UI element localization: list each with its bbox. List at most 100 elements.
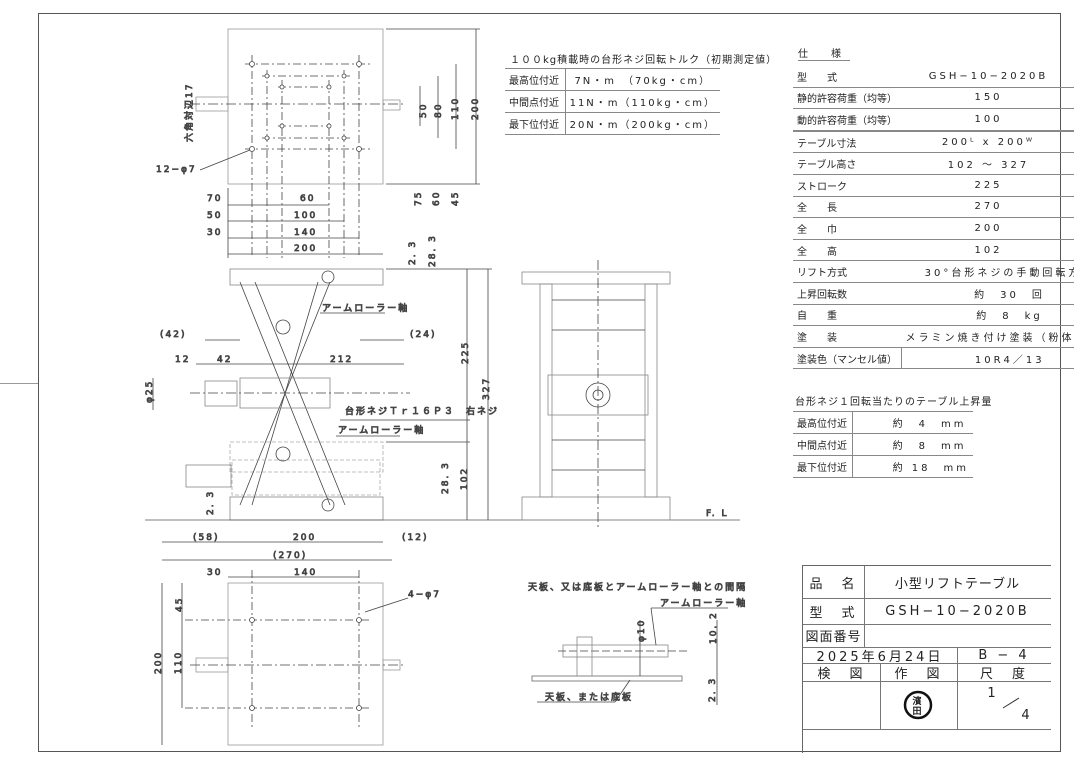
side-view [521, 260, 671, 530]
dim-30: 30 [207, 228, 222, 238]
spec-key: 上昇回転数 [793, 282, 902, 305]
dim-42: 42 [217, 355, 232, 365]
row-value: 11N・m（110kg・cm） [565, 90, 720, 113]
model-label: 型 式 [809, 605, 858, 621]
dim-bottom-28-3: 28. 3 [441, 461, 451, 494]
dim-60: 60 [300, 194, 315, 204]
spec-value: 270 [901, 196, 1074, 219]
dim-110-bottom: 110 [174, 651, 184, 674]
spec-key: 自 重 [793, 304, 902, 327]
spec-row: ストローク225mm [793, 174, 1074, 197]
spec-row: 全 巾200mm [793, 217, 1074, 240]
dim-45-bottom: 45 [175, 597, 185, 612]
bottom-holes-label: 4−φ7 [408, 590, 441, 600]
section-roller-label: アームローラー軸 [660, 597, 747, 609]
spec-value: 102 〜 327 [901, 152, 1074, 175]
spec-value: 30°台形ネジの手動回転方式 [901, 260, 1074, 283]
spec-key: 動的許容荷重（均等） [793, 108, 902, 132]
table-row: 最高位付近約 4 mm [793, 411, 973, 434]
dim-top-28-3: 28. 3 [428, 234, 438, 267]
roller-shaft-label-top: アームローラー軸 [322, 302, 409, 314]
dim-60-bottom: 60 [432, 191, 442, 206]
section-title: 天板、又は底板とアームローラー軸との間隔 [528, 581, 747, 593]
dim-140-bottom: 140 [294, 568, 317, 578]
dim-100: 100 [294, 211, 317, 221]
spec-row: 上昇回転数約 30 回 [793, 282, 1074, 305]
dim-10-2: 10. 2 [709, 611, 719, 644]
spec-value: 100 [901, 108, 1074, 132]
scale-label: 尺 度 [979, 666, 1028, 682]
floor-level-label: F. L [706, 509, 728, 519]
svg-text:濱: 濱 [912, 695, 923, 707]
scale-denominator: 4 [1021, 707, 1033, 723]
checked-label: 検 図 [817, 666, 866, 682]
front-view [145, 268, 740, 561]
dim-75: 75 [414, 191, 424, 206]
spec-key: 塗 装 [793, 325, 902, 348]
spec-row: 全 高102mm [793, 239, 1074, 262]
product-name-label: 品 名 [809, 576, 858, 592]
dim-70: 70 [207, 194, 222, 204]
dim-phi25: φ25 [145, 380, 155, 403]
spec-value: 約 30 回 [901, 282, 1074, 305]
dim-58-paren: (58) [193, 533, 219, 543]
spec-row: 動的許容荷重（均等）100Kg [793, 108, 1074, 132]
dim-110: 110 [451, 97, 461, 120]
screw-label: 台形ネジＴｒ１６Ｐ３ 右ネジ [345, 405, 499, 417]
spec-value: 約 8 kg [901, 304, 1074, 327]
svg-text:田: 田 [912, 706, 923, 717]
spec-table-title: 仕 様 [798, 45, 850, 61]
plate-label: 天板、または底板 [545, 691, 633, 703]
dim-225: 225 [461, 341, 471, 364]
spec-value: 200ᴸ x 200ᵂ [901, 130, 1074, 154]
table-row: 最下位付近約 18 mm [793, 455, 973, 478]
dim-327: 327 [482, 377, 492, 400]
author-stamp: 濱 田 [903, 690, 933, 720]
top-view [190, 28, 480, 258]
spec-row: 自 重約 8 kg [793, 304, 1074, 327]
section-detail [531, 607, 728, 705]
dim-200-bottom: 200 [154, 651, 164, 674]
spec-key: テーブル寸法 [793, 130, 902, 154]
row-value: 7N・m （70kg・cm） [565, 68, 720, 91]
spec-key: ストローク [793, 174, 902, 197]
row-label: 中間点付近 [505, 90, 566, 113]
row-value: 約 4 mm [852, 411, 973, 434]
spec-key: 全 長 [793, 196, 902, 219]
dim-45: 45 [451, 191, 461, 206]
row-value: 約 18 mm [852, 455, 973, 478]
dim-top-2-3: 2. 3 [408, 240, 418, 265]
spec-value: GSH−10−2020B [901, 66, 1074, 88]
spec-value: 225 [901, 174, 1074, 197]
dim-50-left: 50 [207, 211, 222, 221]
dim-phi10: φ10 [637, 619, 647, 642]
bottom-view [161, 570, 409, 746]
table-row: 中間点付近約 8 mm [793, 433, 973, 456]
spec-table: 型 式GSH−10−2020B静的許容荷重（均等）150Kg動的許容荷重（均等）… [793, 66, 1074, 370]
row-value: 20N・m（200kg・cm） [565, 112, 720, 135]
dim-200-right: 200 [471, 97, 481, 120]
spec-key: テーブル高さ [793, 152, 902, 175]
rise-table-title: 台形ネジ１回転当たりのテーブル上昇量 [795, 397, 993, 408]
hex-label: 六角対辺17 [183, 83, 195, 142]
center-mark [0, 383, 38, 384]
spec-value: 102 [901, 239, 1074, 262]
spec-key: 静的許容荷重（均等） [793, 87, 902, 110]
spec-value: 10R4／13 [901, 347, 1074, 370]
dim-12-paren: (12) [402, 533, 428, 543]
dim-42-paren: (42) [160, 330, 186, 340]
sheet-size: B − 4 [978, 647, 1030, 663]
dim-140: 140 [294, 228, 317, 238]
rise-table: 最高位付近約 4 mm 中間点付近約 8 mm 最下位付近約 18 mm [793, 411, 973, 478]
dim-102: 102 [460, 467, 470, 490]
